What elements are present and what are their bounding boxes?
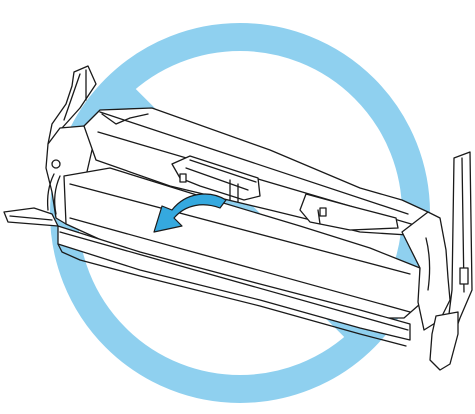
left-flap-line [9,215,53,221]
right-end-cap [401,211,451,331]
handle-grip [229,179,239,203]
lower-rail-line [59,231,409,331]
cartridge-hump [299,193,399,231]
peg-2 [319,207,327,217]
left-end-curve [46,173,55,211]
right-foot [429,311,459,371]
lower-rail-edge [57,243,407,347]
lower-rail [57,225,411,341]
left-gear [51,159,61,169]
left-lever-edge [63,73,81,121]
left-end-curve-2 [54,175,61,215]
top-housing-detail [101,113,149,125]
peg-1 [179,173,187,183]
top-housing-edge [99,111,409,215]
right-latch [459,267,469,285]
right-end-curve [425,237,431,291]
rotation-arrow [153,193,227,233]
drum-body-line-1 [69,183,411,275]
right-lever [447,151,473,341]
drum-cartridge-drawing [3,65,473,371]
left-flap [3,207,59,227]
curved-arrow-icon [153,193,227,233]
hump-detail [317,209,321,225]
handle-edge [189,159,257,183]
drum-body-line-2 [69,217,411,313]
